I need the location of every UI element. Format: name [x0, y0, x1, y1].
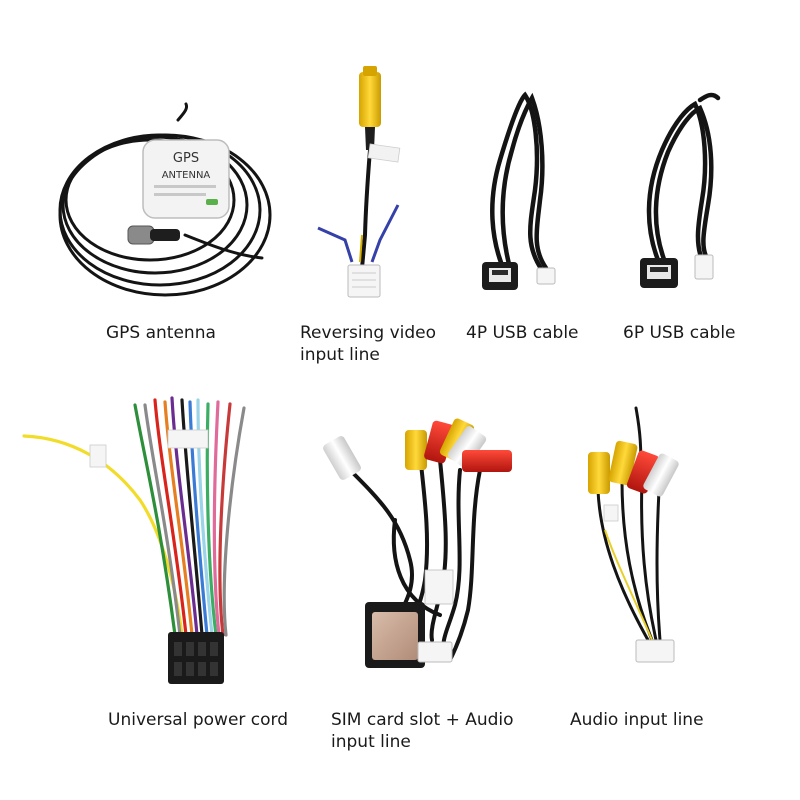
- caption-line: SIM card slot + Audio: [331, 710, 514, 730]
- caption-sim-audio: SIM card slot + Audio input line: [331, 709, 514, 753]
- usb-4p-connector: [536, 267, 556, 285]
- caption-line: input line: [331, 732, 411, 752]
- caption-power-cord: Universal power cord: [108, 709, 288, 731]
- caption-line: Universal power cord: [108, 710, 289, 730]
- audio-input-connector: [635, 639, 675, 663]
- usb-4p-image: [482, 91, 556, 290]
- caption-line: Audio input line: [570, 710, 704, 730]
- caption-reversing-video: Reversing video input line: [300, 322, 436, 366]
- gps-antenna-image: GPS ANTENNA: [58, 102, 272, 297]
- gps-label-line-2: ANTENNA: [162, 170, 211, 181]
- sim-audio-rca-plugs: [323, 418, 512, 480]
- caption-audio-input: Audio input line: [570, 709, 704, 731]
- sim-card-slot: [365, 602, 425, 668]
- audio-input-image: [588, 406, 679, 663]
- caption-line: Reversing video: [300, 323, 436, 343]
- caption-line: GPS antenna: [106, 323, 216, 343]
- usb-6p-image: [640, 92, 721, 288]
- caption-gps-antenna: GPS antenna: [106, 322, 216, 344]
- audio-input-rca-plugs: [588, 440, 679, 497]
- usb-6p-connector: [694, 254, 714, 280]
- power-cord-connector: [168, 632, 224, 684]
- reversing-video-image: [317, 66, 401, 298]
- sim-audio-connector: [417, 641, 453, 663]
- caption-line: 6P USB cable: [623, 323, 736, 343]
- gps-connector: [127, 225, 180, 245]
- caption-usb-4p: 4P USB cable: [466, 322, 579, 344]
- gps-label-line-1: GPS: [173, 151, 199, 166]
- sim-audio-image: [323, 418, 512, 668]
- power-cord-image: [22, 396, 246, 684]
- reversing-connector: [347, 264, 381, 298]
- gps-antenna-module: GPS ANTENNA: [142, 139, 230, 219]
- rca-yellow-plug: [359, 72, 381, 127]
- caption-usb-6p: 6P USB cable: [623, 322, 736, 344]
- caption-line: input line: [300, 345, 380, 365]
- caption-line: 4P USB cable: [466, 323, 579, 343]
